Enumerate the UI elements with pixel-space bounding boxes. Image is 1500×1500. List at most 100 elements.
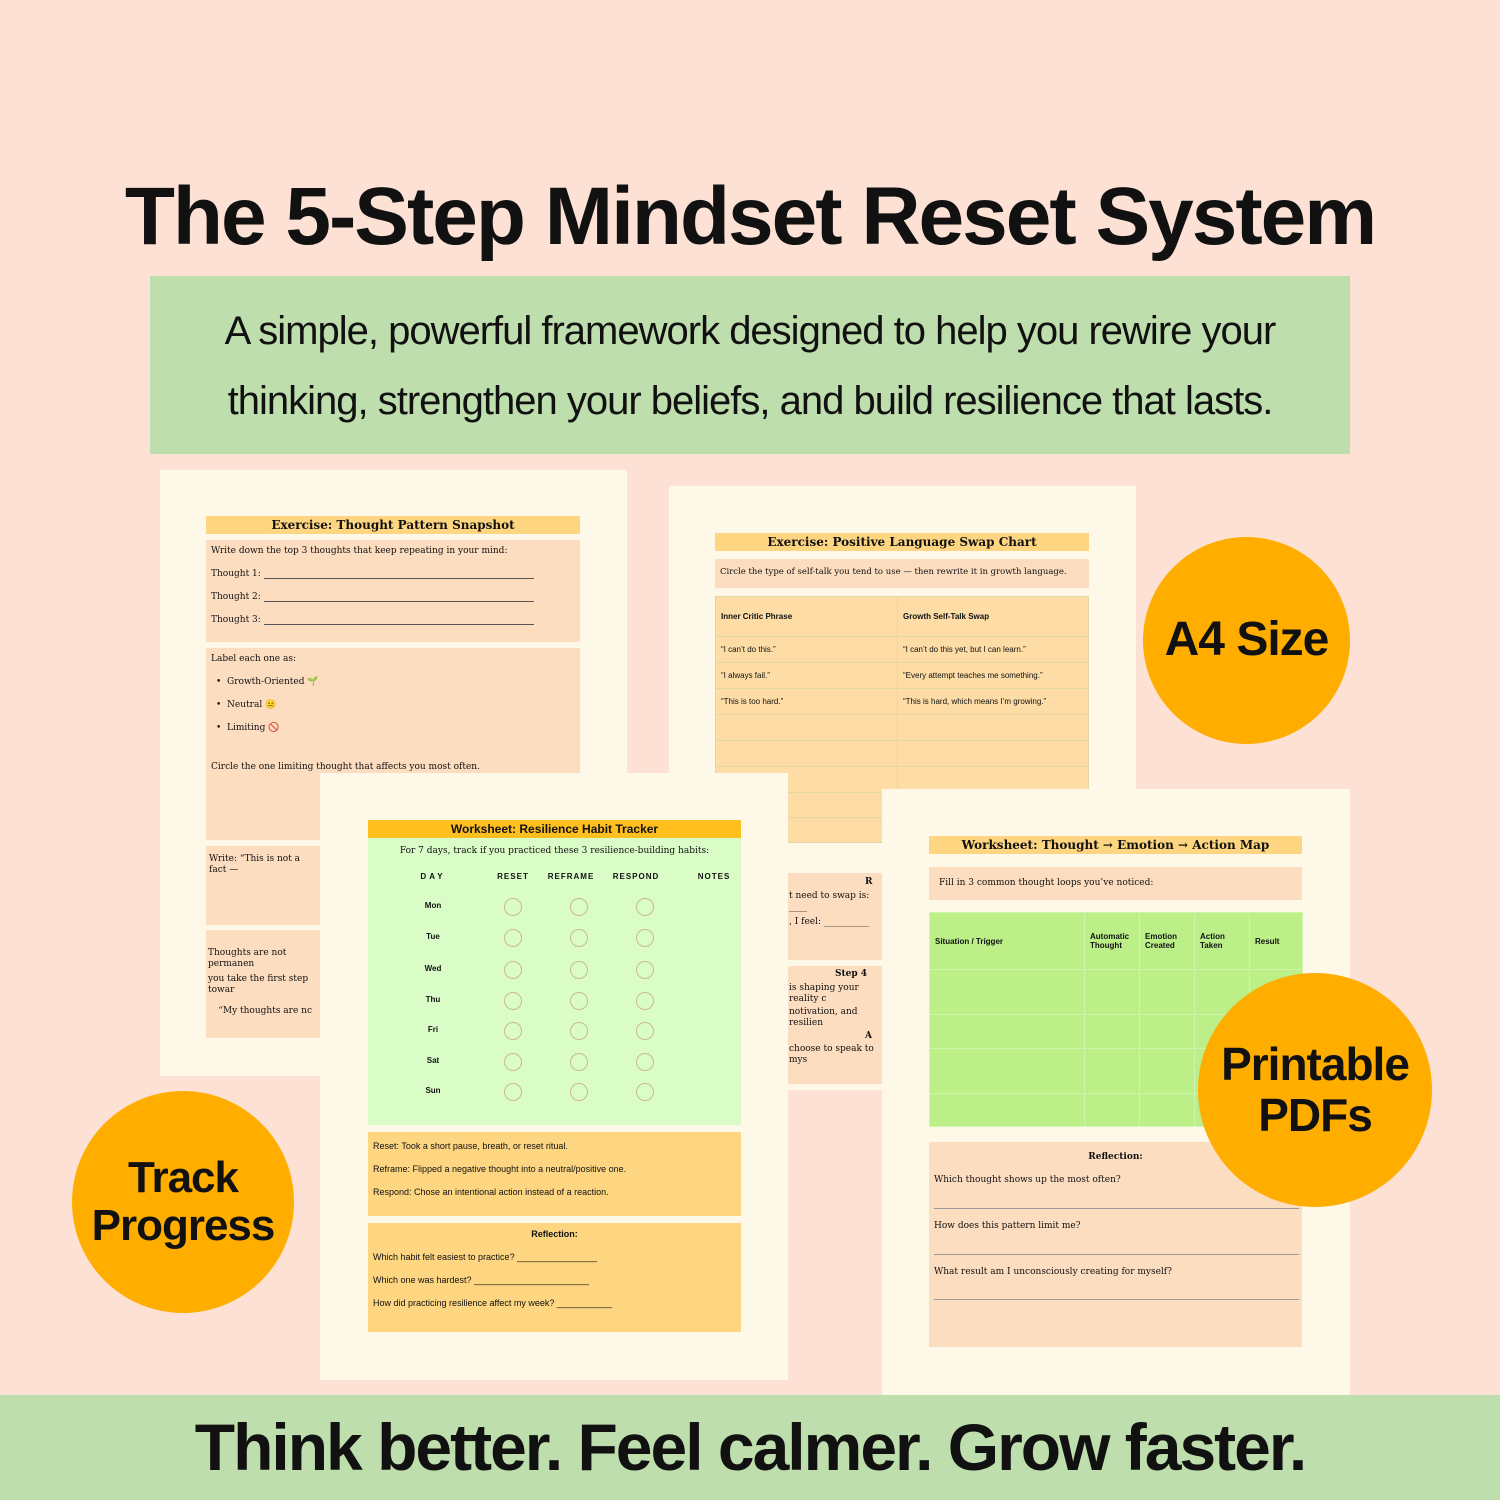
reflection-box: Reflection: Which thought shows up the m…	[929, 1142, 1302, 1347]
badge-text: Track	[128, 1152, 239, 1202]
text: Neutral 😐	[227, 700, 277, 710]
quote: “My thoughts are nc	[218, 1006, 312, 1016]
thoughts-box: Write down the top 3 thoughts that keep …	[206, 540, 580, 642]
subtitle-line: A simple, powerful framework designed to…	[224, 309, 1277, 353]
habit-checkbox	[636, 992, 654, 1010]
thought-2: Thought 2:	[211, 592, 534, 602]
label-item: • Neutral 😐	[216, 700, 277, 710]
habit-checkbox	[570, 992, 588, 1010]
tracker-area: For 7 days, track if you practiced these…	[368, 838, 741, 1125]
habit-checkbox	[504, 1053, 522, 1071]
habit-checkbox	[636, 1022, 654, 1040]
habit-checkbox	[570, 898, 588, 916]
cell: “I can’t do this yet, but I can learn.”	[897, 636, 1089, 663]
question: Which thought shows up the most often?	[934, 1175, 1121, 1185]
column-header: RESPOND	[612, 872, 660, 881]
cell: “I can’t do this.”	[715, 636, 898, 663]
subtitle-band: A simple, powerful framework designed to…	[150, 276, 1350, 454]
habit-checkbox	[504, 1083, 522, 1101]
text: you take the first step towar	[208, 974, 309, 995]
header-cell: Automatic Thought	[1084, 912, 1140, 970]
habit-checkbox	[636, 961, 654, 979]
def: Reset: Took a short pause, breath, or re…	[373, 1141, 568, 1151]
header-cell: Result	[1249, 912, 1303, 970]
reflection-title: Reflection:	[1088, 1152, 1143, 1162]
sheet-title: Worksheet: Resilience Habit Tracker	[368, 820, 741, 838]
fragment: Step 4	[835, 969, 868, 979]
day-label: Sat	[426, 1056, 440, 1065]
label: Thought 2:	[211, 592, 261, 602]
habit-checkbox	[570, 961, 588, 979]
sheet-title: Exercise: Thought Pattern Snapshot	[206, 516, 580, 534]
def: Respond: Chose an intentional action ins…	[373, 1187, 609, 1197]
sheet-title: Worksheet: Thought → Emotion → Action Ma…	[929, 836, 1302, 854]
thought-3: Thought 3:	[211, 615, 534, 625]
def: Reframe: Flipped a negative thought into…	[373, 1164, 627, 1174]
question: What result am I unconsciously creating …	[934, 1267, 1172, 1277]
badge-a4-size: A4 Size	[1143, 537, 1350, 744]
header-cell: Situation / Trigger	[929, 912, 1085, 970]
habit-checkbox	[504, 961, 522, 979]
label-item: • Growth-Oriented 🌱	[216, 677, 319, 687]
fragment: is shaping your reality c	[789, 983, 859, 1004]
reflection-box: Reflection: Which habit felt easiest to …	[368, 1223, 741, 1332]
habit-checkbox	[636, 929, 654, 947]
fragment: t need to swap is: ____	[789, 891, 870, 912]
question: Which habit felt easiest to practice? __…	[373, 1252, 598, 1262]
intro-box: Fill in 3 common thought loops you’ve no…	[929, 867, 1302, 900]
subtitle-line: thinking, strengthen your beliefs, and b…	[227, 379, 1274, 423]
intro: Write down the top 3 thoughts that keep …	[211, 546, 508, 556]
habit-checkbox	[570, 929, 588, 947]
label: Thought 1:	[211, 569, 261, 579]
badge-text: Progress	[91, 1201, 276, 1250]
question: How did practicing resilience affect my …	[373, 1298, 612, 1308]
column-header: RESET	[497, 872, 529, 881]
cell: “This is too hard.”	[715, 688, 898, 715]
question: How does this pattern limit me?	[934, 1221, 1081, 1231]
label-intro: Label each one as:	[211, 654, 296, 664]
intro: For 7 days, track if you practiced these…	[399, 846, 710, 856]
reflection-title: Reflection:	[531, 1229, 578, 1239]
header-cell: Growth Self-Talk Swap	[897, 596, 1089, 637]
column-header: REFRAME	[547, 872, 595, 881]
circle-instruction: Circle the one limiting thought that aff…	[211, 762, 480, 772]
column-header: DAY	[420, 872, 446, 881]
fragment: R	[865, 877, 873, 887]
label-item: • Limiting 🚫	[216, 723, 280, 733]
habit-checkbox	[636, 1083, 654, 1101]
intro-box: Circle the type of self-talk you tend to…	[715, 559, 1089, 588]
question: Which one was hardest? _________________…	[373, 1275, 590, 1285]
fragment: notivation, and resilien	[789, 1007, 858, 1028]
label: Thought 3:	[211, 615, 261, 625]
text: Growth-Oriented 🌱	[227, 677, 319, 687]
text: Limiting 🚫	[227, 723, 280, 733]
badge-text: A4 Size	[1164, 613, 1330, 667]
header-cell: Inner Critic Phrase	[715, 596, 898, 637]
day-label: Fri	[427, 1025, 439, 1034]
footer-tagline: Think better. Feel calmer. Grow faster.	[0, 1395, 1500, 1500]
habit-checkbox	[504, 992, 522, 1010]
headline: The 5-Step Mindset Reset System	[124, 171, 1377, 262]
day-label: Thu	[425, 995, 441, 1004]
habit-checkbox	[504, 898, 522, 916]
day-label: Tue	[426, 932, 440, 941]
badge-text: PDFs	[1258, 1089, 1373, 1141]
definitions-box: Reset: Took a short pause, breath, or re…	[368, 1132, 741, 1216]
fragment: , I feel: __________	[789, 917, 869, 927]
intro: Fill in 3 common thought loops you’ve no…	[939, 878, 1154, 888]
intro: Circle the type of self-talk you tend to…	[720, 567, 1067, 577]
habit-checkbox	[504, 929, 522, 947]
badge-text: Printable	[1221, 1038, 1410, 1091]
header-cell: Emotion Created	[1139, 912, 1195, 970]
column-header: NOTES	[697, 872, 731, 881]
day-label: Sun	[425, 1086, 441, 1095]
cell: “Every attempt teaches me something.”	[897, 662, 1089, 689]
thought-1: Thought 1:	[211, 569, 534, 579]
fragment: choose to speak to mys	[789, 1044, 874, 1065]
habit-checkbox	[570, 1083, 588, 1101]
write-text: Write: “This is not a fact —	[209, 854, 301, 875]
day-label: Wed	[424, 964, 442, 973]
habit-checkbox	[570, 1053, 588, 1071]
